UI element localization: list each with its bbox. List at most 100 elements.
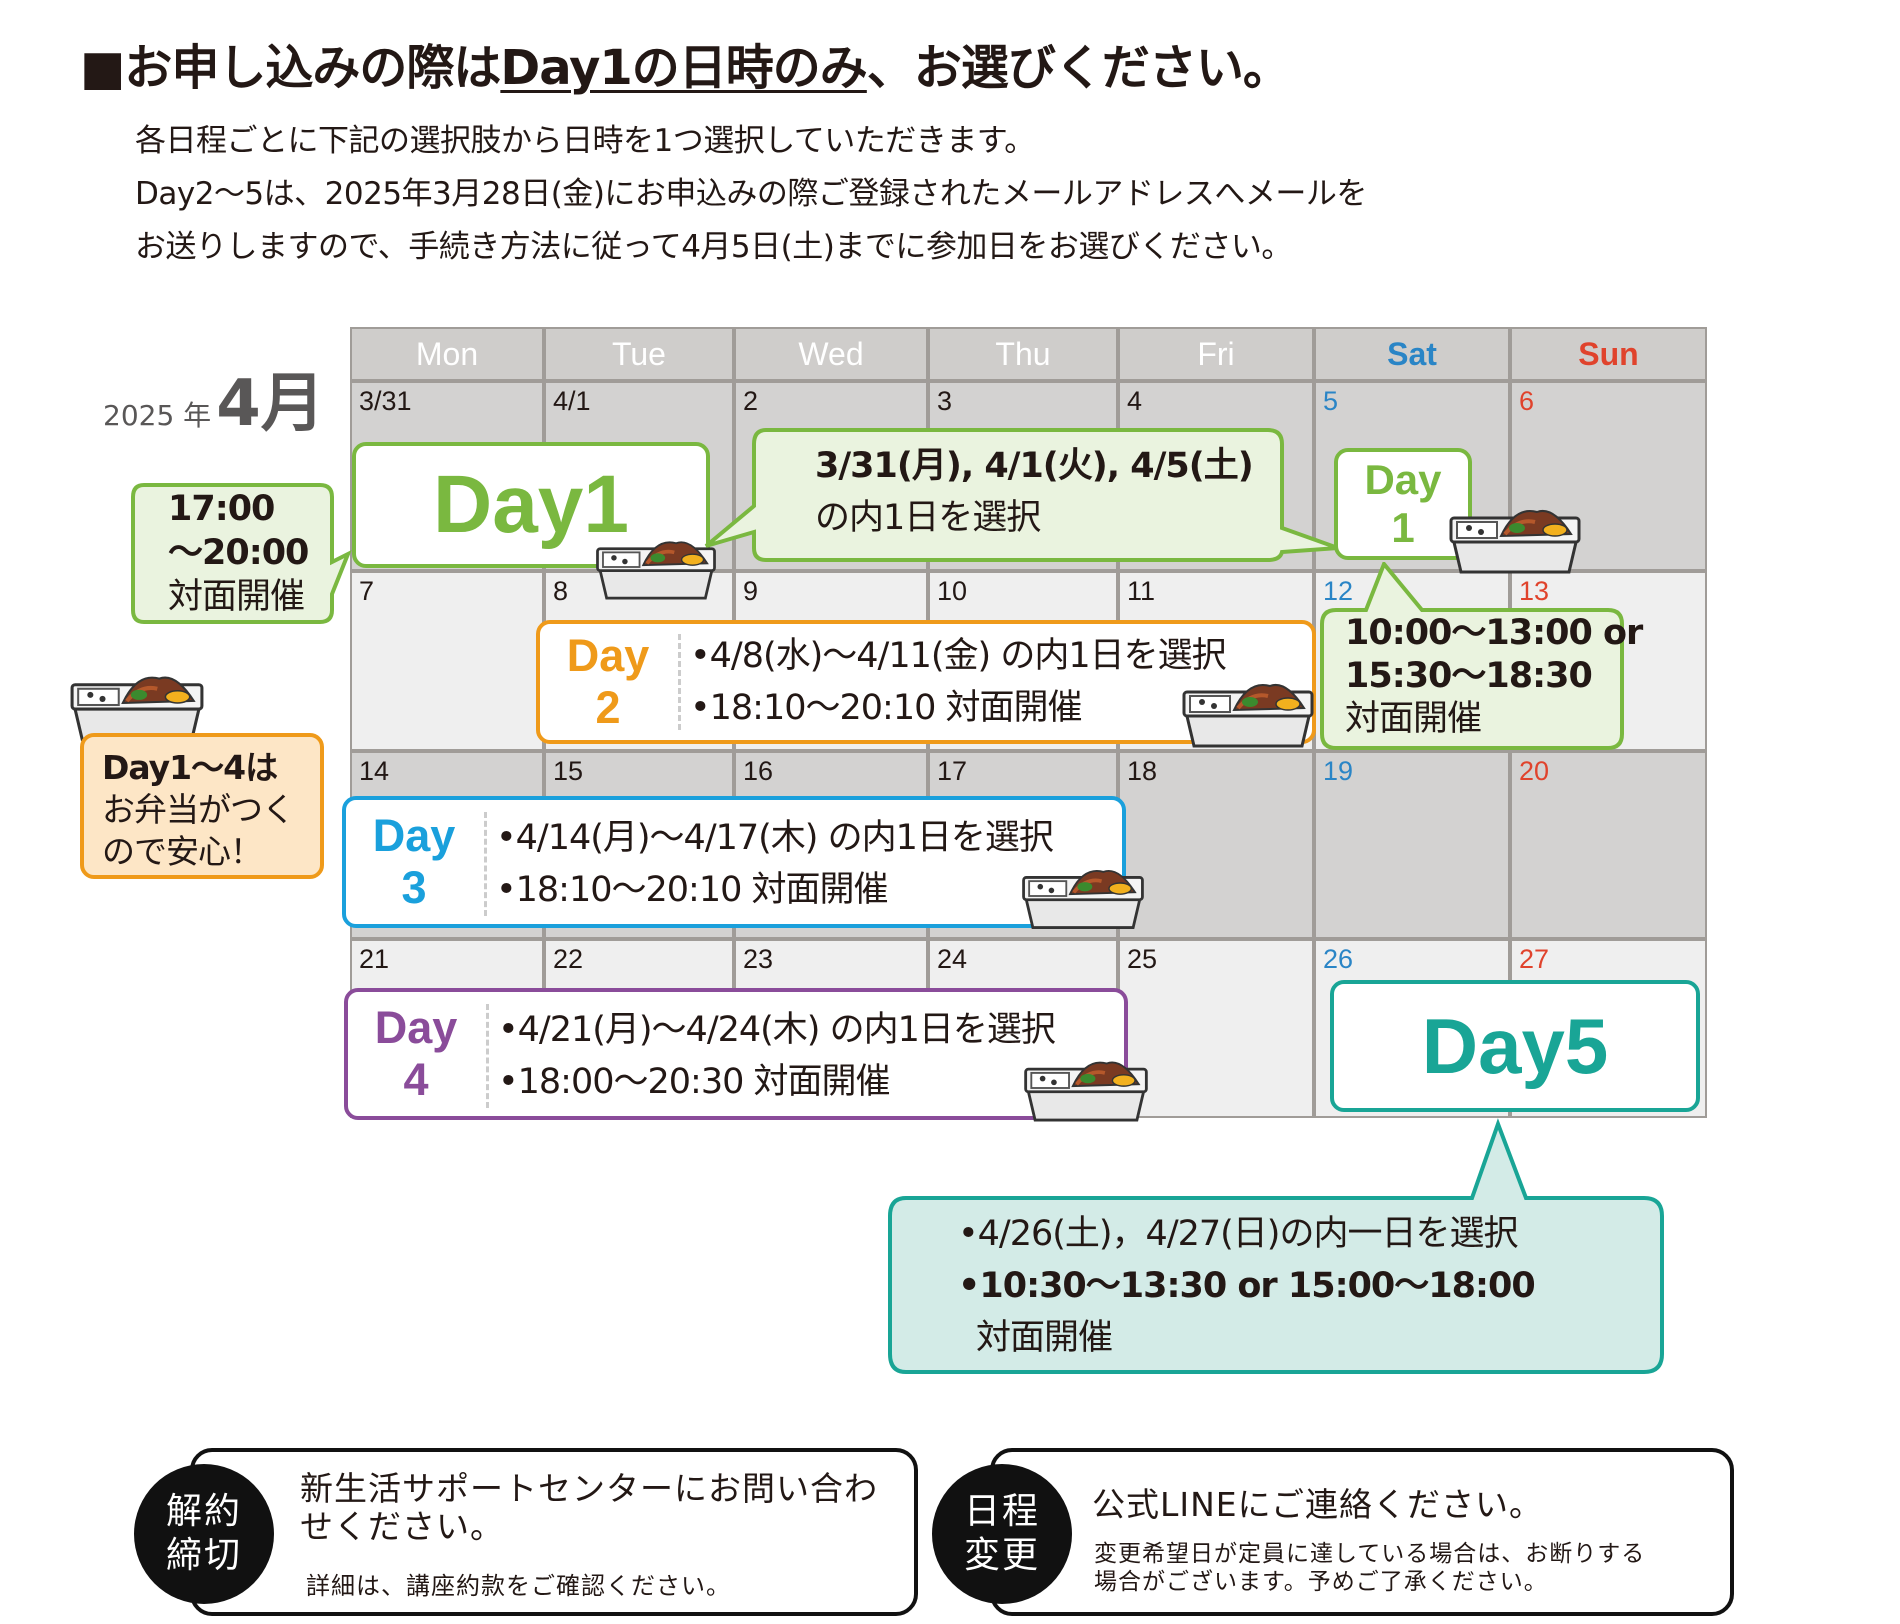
bento-icon (592, 530, 720, 604)
date-number: 27 (1519, 944, 1550, 974)
day1-time-start: 17:00 (168, 489, 275, 529)
change-badge: 日程 変更 (932, 1464, 1072, 1604)
cancel-info-box: 新生活サポートセンターにお問い合わ せください。 詳細は、講座約款をご確認くださ… (190, 1448, 918, 1616)
weekday-thu: Thu (930, 329, 1116, 379)
date-number: 17 (937, 756, 968, 786)
date-number: 24 (937, 944, 968, 974)
date-number: 4 (1127, 386, 1143, 416)
day5-bubble-shape (888, 1118, 1664, 1374)
title-prefix: ■お申し込みの際は (80, 40, 501, 96)
date-number: 5 (1323, 386, 1339, 416)
date-number: 26 (1323, 944, 1354, 974)
change-sub-line-2: 場合がございます。予めご了承ください。 (1094, 1569, 1548, 1595)
date-number: 18 (1127, 756, 1158, 786)
change-main: 公式LINEにご連絡ください。 (1092, 1485, 1543, 1524)
date-number: 6 (1519, 386, 1535, 416)
cancel-badge-1: 解約 (165, 1491, 242, 1532)
bento-note-line-1: Day1〜4は (102, 748, 278, 787)
day4-label-2: 4 (403, 1054, 429, 1105)
date-number: 4/1 (553, 386, 591, 416)
date-number: 7 (359, 576, 375, 606)
page-title: ■お申し込みの際はDay1の日時のみ、お選びください。 (80, 28, 1291, 98)
day3-line-1: •4/14(月)〜4/17(木) の内1日を選択 (496, 818, 1054, 858)
date-number: 12 (1323, 576, 1354, 606)
change-badge-1: 日程 (963, 1491, 1040, 1532)
day3-label-2: 3 (401, 862, 427, 913)
bento-icon (1018, 858, 1148, 934)
day2-label-1: Day (566, 630, 650, 681)
day1-sat-time-2: 15:30〜18:30 (1345, 656, 1593, 696)
day-cell: 20 (1512, 753, 1705, 937)
bento-note-line-3: ので安心！ (102, 832, 263, 871)
change-sub: 変更希望日が定員に達している場合は、お断りする 場合がございます。予めご了承くだ… (1094, 1540, 1645, 1596)
day1-choice-text: 3/31(月), 4/1(火), 4/5(土) の内1日を選択 (815, 440, 1254, 544)
divider (678, 634, 681, 730)
date-number: 16 (743, 756, 774, 786)
day3-label: Day 3 (346, 800, 482, 924)
cancel-badge-2: 締切 (165, 1535, 242, 1576)
day2-text: •4/8(水)〜4/11(金) の内1日を選択 •18:10〜20:10 対面開… (690, 630, 1227, 734)
cancel-main: 新生活サポートセンターにお問い合わ せください。 (300, 1470, 878, 1546)
weekday-fri: Fri (1120, 329, 1312, 379)
date-number: 8 (553, 576, 569, 606)
weekday-sat: Sat (1316, 329, 1508, 379)
day-cell: 18 (1120, 753, 1312, 937)
day4-line-1: •4/21(月)〜4/24(木) の内1日を選択 (498, 1010, 1056, 1050)
day5-box: Day5 (1330, 980, 1700, 1112)
cancel-badge: 解約 締切 (134, 1464, 274, 1604)
weekday-wed: Wed (736, 329, 926, 379)
intro-line-3: お送りしますので、手続き方法に従って4月5日(土)までに参加日をお選びください。 (135, 229, 1292, 265)
day2-label: Day 2 (540, 624, 676, 740)
day1-label: Day1 (432, 459, 630, 550)
day2-line-1: •4/8(水)〜4/11(金) の内1日を選択 (690, 636, 1227, 676)
date-number: 9 (743, 576, 759, 606)
change-badge-2: 変更 (963, 1535, 1040, 1576)
day4-label-1: Day (374, 1002, 458, 1053)
date-number: 21 (359, 944, 390, 974)
date-number: 11 (1127, 576, 1156, 606)
day4-line-2: •18:00〜20:30 対面開催 (498, 1062, 890, 1102)
day1-choice-instruction: の内1日を選択 (815, 498, 1041, 538)
day1-sat-format: 対面開催 (1345, 699, 1482, 739)
year-month: 2025 年 4月 (103, 352, 325, 444)
intro-line-1: 各日程ごとに下記の選択肢から日時を1つ選択していただきます。 (135, 123, 1035, 159)
year-label: 2025 年 (103, 399, 212, 432)
day-cell: 19 (1316, 753, 1508, 937)
day2-box: Day 2 •4/8(水)〜4/11(金) の内1日を選択 •18:10〜20:… (536, 620, 1316, 744)
day1-sat-bubble-shape (1320, 562, 1624, 750)
day3-label-1: Day (372, 810, 456, 861)
day1-sat-box: Day 1 (1334, 448, 1472, 560)
date-number: 3/31 (359, 386, 412, 416)
change-sub-line-1: 変更希望日が定員に達している場合は、お断りする (1094, 1541, 1646, 1567)
cancel-sub: 詳細は、講座約款をご確認ください。 (306, 1572, 731, 1600)
cancel-main-line-1: 新生活サポートセンターにお問い合わ (300, 1469, 878, 1508)
month-label: 4月 (216, 367, 325, 441)
day2-label-2: 2 (595, 682, 621, 733)
day3-text: •4/14(月)〜4/17(木) の内1日を選択 •18:10〜20:10 対面… (496, 812, 1054, 916)
day5-line-2: •10:30〜13:30 or 15:00〜18:00 (958, 1266, 1536, 1306)
date-number: 14 (359, 756, 390, 786)
date-number: 10 (937, 576, 968, 606)
day4-box: Day 4 •4/21(月)〜4/24(木) の内1日を選択 •18:00〜20… (344, 988, 1128, 1120)
day1-format: 対面開催 (168, 577, 305, 617)
day5-line-3: 対面開催 (976, 1318, 1113, 1358)
day1-box: Day1 (352, 442, 710, 568)
date-number: 22 (553, 944, 584, 974)
weekday-sun: Sun (1512, 329, 1705, 379)
day5-label: Day5 (1421, 1001, 1609, 1090)
bento-note: Day1〜4は お弁当がつく ので安心！ (80, 733, 324, 879)
divider (486, 1004, 489, 1108)
date-number: 23 (743, 944, 774, 974)
day4-label: Day 4 (348, 992, 484, 1116)
day1-choice-bubble-shape (704, 428, 1339, 562)
bento-icon (1020, 1050, 1152, 1126)
bento-note-line-2: お弁当がつく (102, 790, 295, 829)
date-number: 3 (937, 386, 953, 416)
date-number: 25 (1127, 944, 1158, 974)
divider (484, 812, 487, 916)
day1-sat-label-2: 1 (1391, 504, 1415, 551)
day5-text: •4/26(土)，4/27(日)の内一日を選択 •10:30〜13:30 or … (958, 1208, 1536, 1364)
day2-line-2: •18:10〜20:10 対面開催 (690, 688, 1082, 728)
day1-choice-dates: 3/31(月), 4/1(火), 4/5(土) (815, 446, 1254, 486)
day1-sat-note: 10:00〜13:00 or 15:30〜18:30 対面開催 (1345, 612, 1643, 741)
